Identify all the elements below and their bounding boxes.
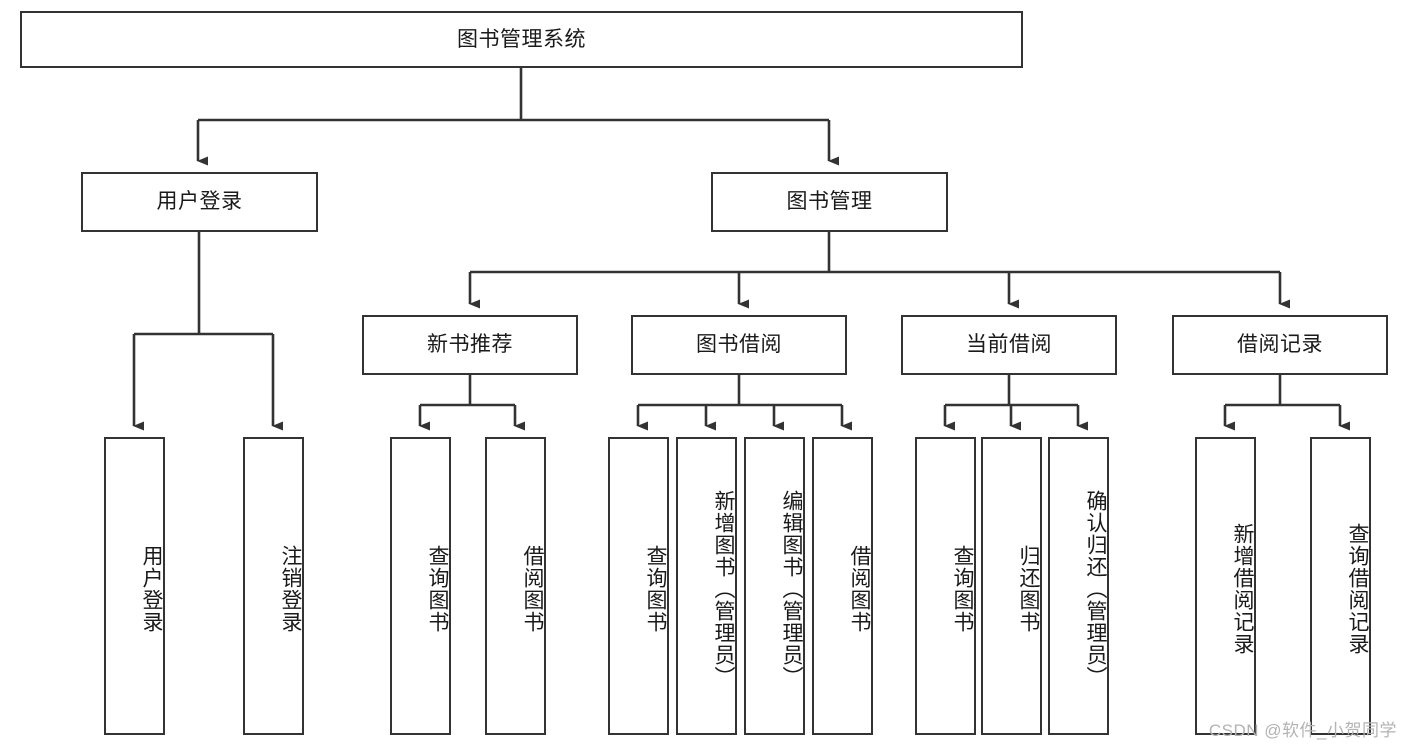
leaf-new-book-query[interactable]: 查询图书 — [390, 437, 451, 735]
node-current-borrow[interactable]: 当前借阅 — [901, 315, 1117, 375]
leaf-borrow-record-add[interactable]: 新增借阅记录 — [1195, 437, 1256, 735]
leaf-label: 查询图书 — [644, 545, 667, 633]
node-new-book-recommend[interactable]: 新书推荐 — [362, 315, 578, 375]
node-user-login-label: 用户登录 — [156, 190, 243, 214]
node-borrow-record[interactable]: 借阅记录 — [1172, 315, 1388, 375]
leaf-current-borrow-confirm-return[interactable]: 确认归还（管理员） — [1048, 437, 1109, 735]
node-user-login[interactable]: 用户登录 — [81, 172, 318, 232]
leaf-user-login-logout[interactable]: 注销登录 — [243, 437, 304, 735]
leaf-user-login-login[interactable]: 用户登录 — [104, 437, 165, 735]
node-borrow-record-label: 借阅记录 — [1237, 333, 1323, 357]
leaf-book-borrow-borrow[interactable]: 借阅图书 — [812, 437, 873, 735]
leaf-label: 借阅图书 — [521, 545, 544, 633]
leaf-book-borrow-query[interactable]: 查询图书 — [608, 437, 669, 735]
leaf-label: 归还图书 — [1017, 545, 1040, 633]
leaf-label: 用户登录 — [140, 545, 163, 633]
leaf-label: 新增图书（管理员） — [712, 490, 735, 688]
leaf-label: 新增借阅记录 — [1231, 523, 1254, 655]
leaf-label: 查询图书 — [951, 545, 974, 633]
node-root[interactable]: 图书管理系统 — [20, 11, 1023, 68]
leaf-current-borrow-return[interactable]: 归还图书 — [981, 437, 1042, 735]
leaf-label: 编辑图书（管理员） — [780, 490, 803, 688]
leaf-book-borrow-edit[interactable]: 编辑图书（管理员） — [744, 437, 805, 735]
leaf-borrow-record-query[interactable]: 查询借阅记录 — [1310, 437, 1371, 735]
node-book-borrow-label: 图书借阅 — [696, 333, 782, 357]
node-book-borrow[interactable]: 图书借阅 — [631, 315, 847, 375]
leaf-label: 确认归还（管理员） — [1084, 490, 1107, 688]
leaf-label: 查询借阅记录 — [1346, 523, 1369, 655]
leaf-new-book-borrow[interactable]: 借阅图书 — [485, 437, 546, 735]
leaf-label: 注销登录 — [279, 545, 302, 633]
node-root-label: 图书管理系统 — [457, 27, 586, 51]
node-book-management[interactable]: 图书管理 — [711, 172, 948, 232]
node-current-borrow-label: 当前借阅 — [966, 333, 1052, 357]
leaf-label: 查询图书 — [426, 545, 449, 633]
leaf-book-borrow-add[interactable]: 新增图书（管理员） — [676, 437, 737, 735]
leaf-label: 借阅图书 — [848, 545, 871, 633]
node-new-book-recommend-label: 新书推荐 — [427, 333, 513, 357]
node-book-management-label: 图书管理 — [786, 190, 873, 214]
leaf-current-borrow-query[interactable]: 查询图书 — [915, 437, 976, 735]
csdn-watermark: CSDN @软件_小贺同学 — [1208, 721, 1397, 740]
